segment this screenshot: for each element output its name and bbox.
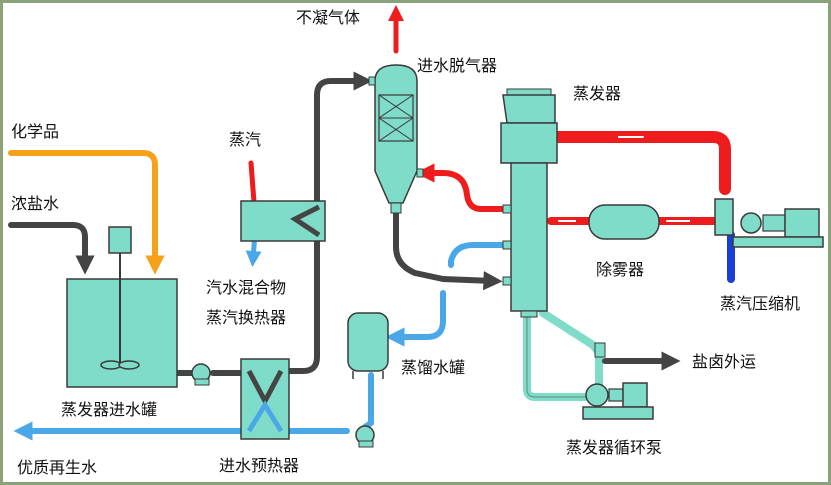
recycled-water-label: 优质再生水 — [17, 458, 98, 477]
chemical-pipe — [8, 150, 165, 275]
distillate-pump — [355, 425, 375, 448]
feed-preheater-label: 进水预热器 — [219, 456, 300, 475]
distillate-tank — [347, 312, 389, 379]
distillate-tank-label: 蒸馏水罐 — [401, 358, 466, 377]
steam-water-mix-label: 汽水混合物 — [206, 278, 287, 297]
evaporator-label: 蒸发器 — [573, 84, 622, 103]
steam-label: 蒸汽 — [229, 130, 262, 149]
chemicals-label: 化学品 — [11, 122, 60, 141]
steam-compressor — [714, 198, 824, 248]
deaerator — [368, 64, 424, 214]
steam-to-deaerator-pipe — [415, 163, 506, 212]
condensate-pipe — [448, 242, 506, 268]
steam-heat-exchanger-label: 蒸汽换热器 — [206, 308, 287, 327]
circulation-riser-pipe — [539, 309, 603, 391]
process-flow-diagram — [8, 4, 824, 448]
brine-feed-pipe — [8, 222, 95, 275]
brine-out-label: 盐卤外运 — [692, 352, 757, 371]
steam-heat-exchanger — [240, 200, 326, 242]
feed-tank-label: 蒸发器进水罐 — [61, 400, 158, 419]
evaporator — [500, 88, 558, 318]
deaerator-label: 进水脱气器 — [417, 56, 498, 75]
brine-label: 浓盐水 — [11, 194, 60, 213]
deaerator-to-evaporator-pipe — [393, 210, 503, 291]
circulation-pump-label: 蒸发器循环泵 — [566, 438, 663, 457]
steam-compressor-label: 蒸汽压缩机 — [720, 294, 801, 313]
compressor-discharge-pipe — [549, 131, 731, 195]
distillate-outlet-pipe — [362, 372, 374, 430]
mist-eliminator — [588, 204, 660, 240]
feed-preheater — [240, 358, 290, 440]
circulation-pump — [582, 342, 654, 420]
noncondensable-gas-label: 不凝气体 — [296, 8, 361, 27]
feed-pump — [191, 363, 211, 386]
mist-eliminator-label: 除雾器 — [596, 260, 645, 279]
condensate-to-tank-pipe — [385, 290, 446, 347]
feed-tank — [66, 226, 178, 388]
